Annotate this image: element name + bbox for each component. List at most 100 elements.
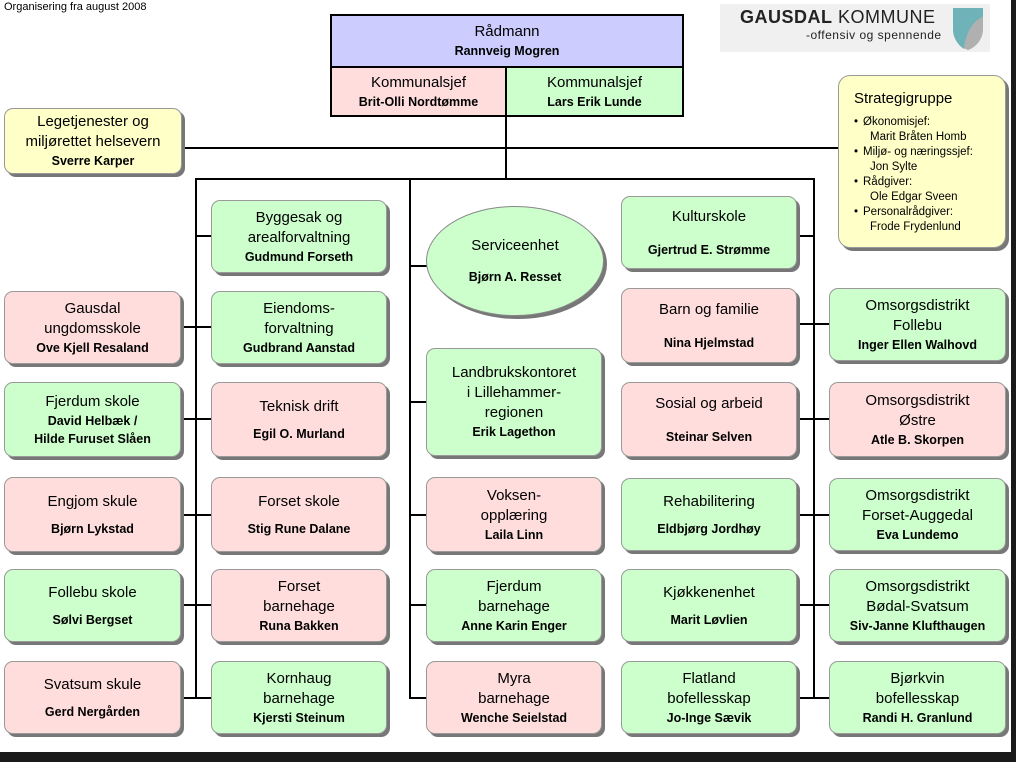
eiendom-title: forvaltning	[264, 319, 334, 337]
connector-line	[797, 418, 830, 420]
forset-skole-box: Forset skole Stig Rune Dalane	[211, 477, 387, 552]
fjerdum-bhg-name: Anne Karin Enger	[461, 618, 567, 633]
svatsum-box: Svatsum skule Gerd Nergården	[4, 661, 181, 734]
flatland-box: Flatland bofellesskap Jo-Inge Sævik	[621, 661, 797, 734]
kjokkenenhet-name: Marit Løvlien	[670, 612, 748, 627]
kommunalsjef-2-box: Kommunalsjef Lars Erik Lunde	[507, 68, 682, 115]
landbruk-title: regionen	[484, 404, 544, 421]
gausdal-ungdomsskole-name: Ove Kjell Resaland	[36, 340, 149, 355]
bjorkvin-title: Bjørkvin	[890, 669, 945, 687]
teknisk-box: Teknisk drift Egil O. Murland	[211, 382, 387, 457]
legetjenester-title: Legetjenester og	[37, 113, 149, 130]
byggesak-title: arealforvaltning	[247, 228, 351, 246]
member-name: Marit Bråten Homb	[870, 131, 967, 143]
od-forset-title: Omsorgsdistrikt	[865, 486, 970, 504]
od-forset-name: Eva Lundemo	[876, 527, 959, 542]
connector-line	[195, 235, 211, 237]
sosial-arbeid-box: Sosial og arbeid Steinar Selven	[621, 382, 797, 457]
connector-line	[409, 401, 426, 403]
member-role: Økonomisjef:	[854, 116, 930, 128]
kjokkenenhet-title: Kjøkkenenhet	[663, 583, 755, 601]
serviceenhet-title: Serviceenhet	[471, 237, 559, 254]
connector-line	[183, 514, 211, 516]
logo-name-rest: KOMMUNE	[838, 7, 936, 27]
fjerdum-bhg-title: Fjerdum	[486, 577, 542, 595]
strategigruppe-member: Økonomisjef: Marit Bråten Homb	[854, 115, 995, 145]
logo-name: GAUSDAL KOMMUNE	[740, 7, 936, 28]
bjorkvin-title: bofellesskap	[875, 689, 960, 707]
radmann-box: Rådmann Rannveig Mogren	[332, 16, 682, 68]
byggesak-name: Gudmund Forseth	[244, 249, 354, 264]
myra-title: Myra	[497, 669, 531, 687]
serviceenhet-ellipse: Serviceenhet Bjørn A. Resset	[426, 206, 604, 316]
fjerdum-bhg-box: Fjerdum barnehage Anne Karin Enger	[426, 569, 602, 642]
voksenopplaering-title: opplæring	[480, 506, 548, 524]
barn-familie-box: Barn og familie Nina Hjelmstad	[621, 288, 797, 363]
kommunalsjef-1-name: Brit-Olli Nordtømme	[358, 94, 479, 109]
byggesak-title: Byggesak og	[255, 208, 343, 226]
forset-bhg-title: barnehage	[263, 597, 335, 615]
eiendom-box: Eiendoms- forvaltning Gudbrand Aanstad	[211, 291, 387, 364]
od-bodal-box: Omsorgsdistrikt Bødal-Svatsum Siv-Janne …	[829, 569, 1006, 642]
kornhaug-title: barnehage	[263, 689, 335, 707]
kommunalsjef-1-box: Kommunalsjef Brit-Olli Nordtømme	[332, 68, 507, 115]
kornhaug-title: Kornhaug	[266, 669, 332, 687]
od-follebu-box: Omsorgsdistrikt Follebu Inger Ellen Walh…	[829, 288, 1006, 361]
fjerdum-bhg-title: barnehage	[478, 597, 550, 615]
voksenopplaering-title: Voksen-	[486, 486, 542, 504]
bjorkvin-box: Bjørkvin bofellesskap Randi H. Granlund	[829, 661, 1006, 734]
flatland-title: Flatland	[682, 669, 736, 687]
voksenopplaering-name: Laila Linn	[484, 527, 544, 542]
kornhaug-name: Kjersti Steinum	[253, 710, 345, 725]
myra-title: barnehage	[478, 689, 550, 707]
fjerdum-skole-name: David Helbæk /	[47, 413, 138, 428]
forset-bhg-name: Runa Bakken	[259, 618, 339, 633]
gausdal-ungdomsskole-title: ungdomsskole	[44, 319, 141, 337]
od-follebu-title: Omsorgsdistrikt	[865, 296, 970, 314]
connector-line	[409, 697, 426, 699]
logo-tagline: -offensiv og spennende	[806, 28, 942, 42]
member-role: Rådgiver:	[854, 176, 912, 188]
od-ostre-title: Omsorgsdistrikt	[865, 391, 970, 409]
od-bodal-title: Omsorgsdistrikt	[865, 577, 970, 595]
sosial-arbeid-title: Sosial og arbeid	[655, 394, 763, 412]
barn-familie-name: Nina Hjelmstad	[663, 335, 755, 350]
od-bodal-name: Siv-Janne Klufthaugen	[849, 618, 986, 633]
serviceenhet-name: Bjørn A. Resset	[468, 270, 562, 284]
forset-bhg-title: Forset	[277, 577, 321, 595]
engjom-box: Engjom skule Bjørn Lykstad	[4, 477, 181, 552]
flatland-title: bofellesskap	[667, 689, 751, 707]
myra-name: Wenche Seielstad	[460, 710, 568, 725]
strategigruppe-box: Strategigruppe Økonomisjef: Marit Bråten …	[838, 75, 1006, 248]
eiendom-name: Gudbrand Aanstad	[242, 340, 356, 355]
teknisk-name: Egil O. Murland	[253, 426, 345, 441]
strategigruppe-title: Strategigruppe	[854, 90, 953, 107]
rehabilitering-name: Eldbjørg Jordhøy	[657, 521, 761, 536]
engjom-name: Bjørn Lykstad	[51, 521, 134, 536]
strategigruppe-member: Miljø- og næringssjef: Jon Sylte	[854, 145, 995, 175]
od-ostre-name: Atle B. Skorpen	[870, 432, 965, 447]
connector-line	[183, 326, 211, 328]
bjorkvin-name: Randi H. Granlund	[862, 710, 973, 725]
member-role: Miljø- og næringssjef:	[854, 146, 973, 158]
shield-icon	[953, 8, 983, 50]
barn-familie-title: Barn og familie	[658, 300, 760, 318]
radmann-block: Rådmann Rannveig Mogren Kommunalsjef Bri…	[330, 14, 684, 117]
fjerdum-skole-box: Fjerdum skole David Helbæk / Hilde Furus…	[4, 382, 181, 457]
connector-line	[195, 178, 815, 180]
connector-line	[409, 514, 426, 516]
kommunalsjef-1-title: Kommunalsjef	[370, 73, 467, 91]
eiendom-title: Eiendoms-	[263, 299, 335, 317]
connector-line	[183, 604, 211, 606]
od-forset-title: Forset-Auggedal	[862, 506, 973, 524]
connector-line	[797, 323, 830, 325]
member-name: Frode Frydenlund	[870, 221, 961, 233]
connector-line	[195, 178, 197, 698]
member-name: Jon Sylte	[870, 161, 918, 173]
connector-line	[813, 178, 815, 698]
landbruk-box: Landbrukskontoret i Lillehammer- regione…	[426, 348, 602, 456]
legetjenester-title: miljørettet helsevern	[25, 133, 161, 150]
svatsum-title: Svatsum skule	[43, 675, 142, 693]
kulturskole-box: Kulturskole Gjertrud E. Strømme	[621, 196, 797, 269]
landbruk-title: Landbrukskontoret	[451, 364, 577, 381]
